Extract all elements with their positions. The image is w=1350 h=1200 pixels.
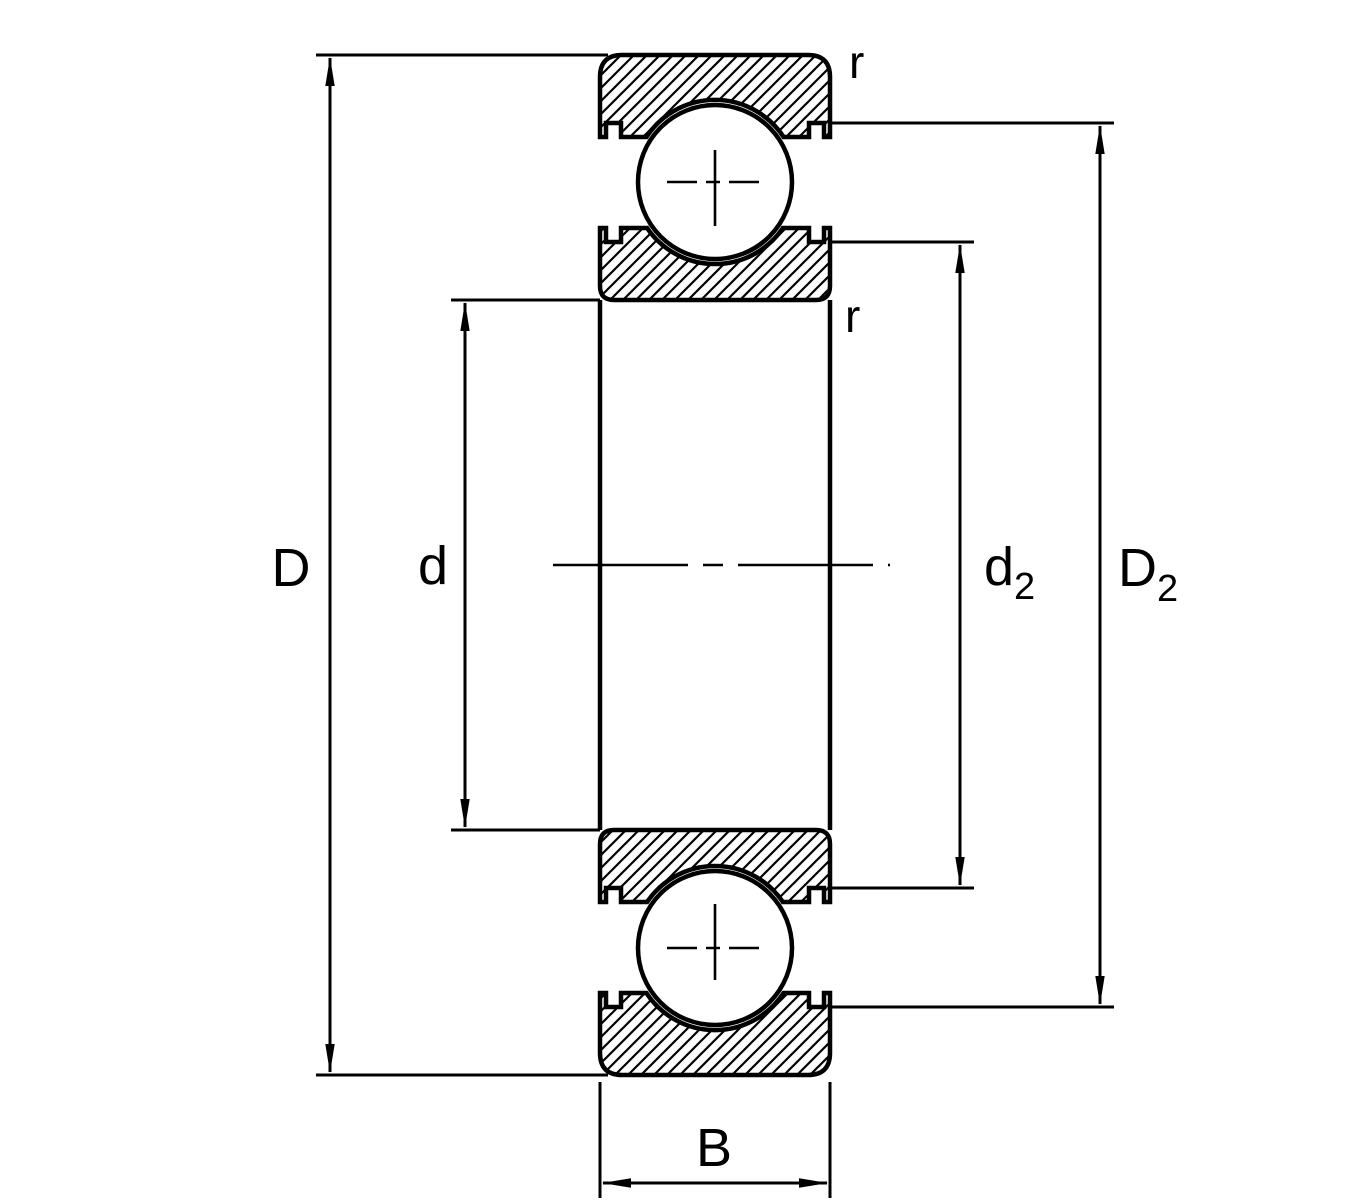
dimension-d2: d2 xyxy=(828,240,1035,890)
dimension-D2: D2 xyxy=(828,121,1178,1009)
label-chamfer-inner-ring: r xyxy=(845,290,860,342)
label-d2-subscript: 2 xyxy=(1014,566,1035,608)
label-outer-recess-diameter: D2 xyxy=(1118,538,1178,610)
outer-ring-top-section xyxy=(597,52,833,140)
dimension-d: d xyxy=(418,298,600,832)
chamfer-labels: r r xyxy=(845,36,864,342)
dimension-D: D xyxy=(272,53,608,1077)
inner-ring-bottom-section xyxy=(597,827,833,905)
dimension-B: B xyxy=(598,1082,832,1198)
inner-ring-top-section xyxy=(597,225,833,303)
label-d2-base: d xyxy=(984,537,1014,597)
label-D2-base: D xyxy=(1118,538,1157,598)
outer-ring-bottom-section xyxy=(597,990,833,1078)
label-chamfer-outer-ring: r xyxy=(849,36,864,88)
label-inner-recess-diameter: d2 xyxy=(984,537,1035,608)
label-width: B xyxy=(696,1118,732,1178)
label-outer-diameter: D xyxy=(272,538,311,598)
label-bore-diameter: d xyxy=(418,536,448,596)
label-D2-subscript: 2 xyxy=(1157,568,1178,610)
centerlines xyxy=(553,150,890,980)
